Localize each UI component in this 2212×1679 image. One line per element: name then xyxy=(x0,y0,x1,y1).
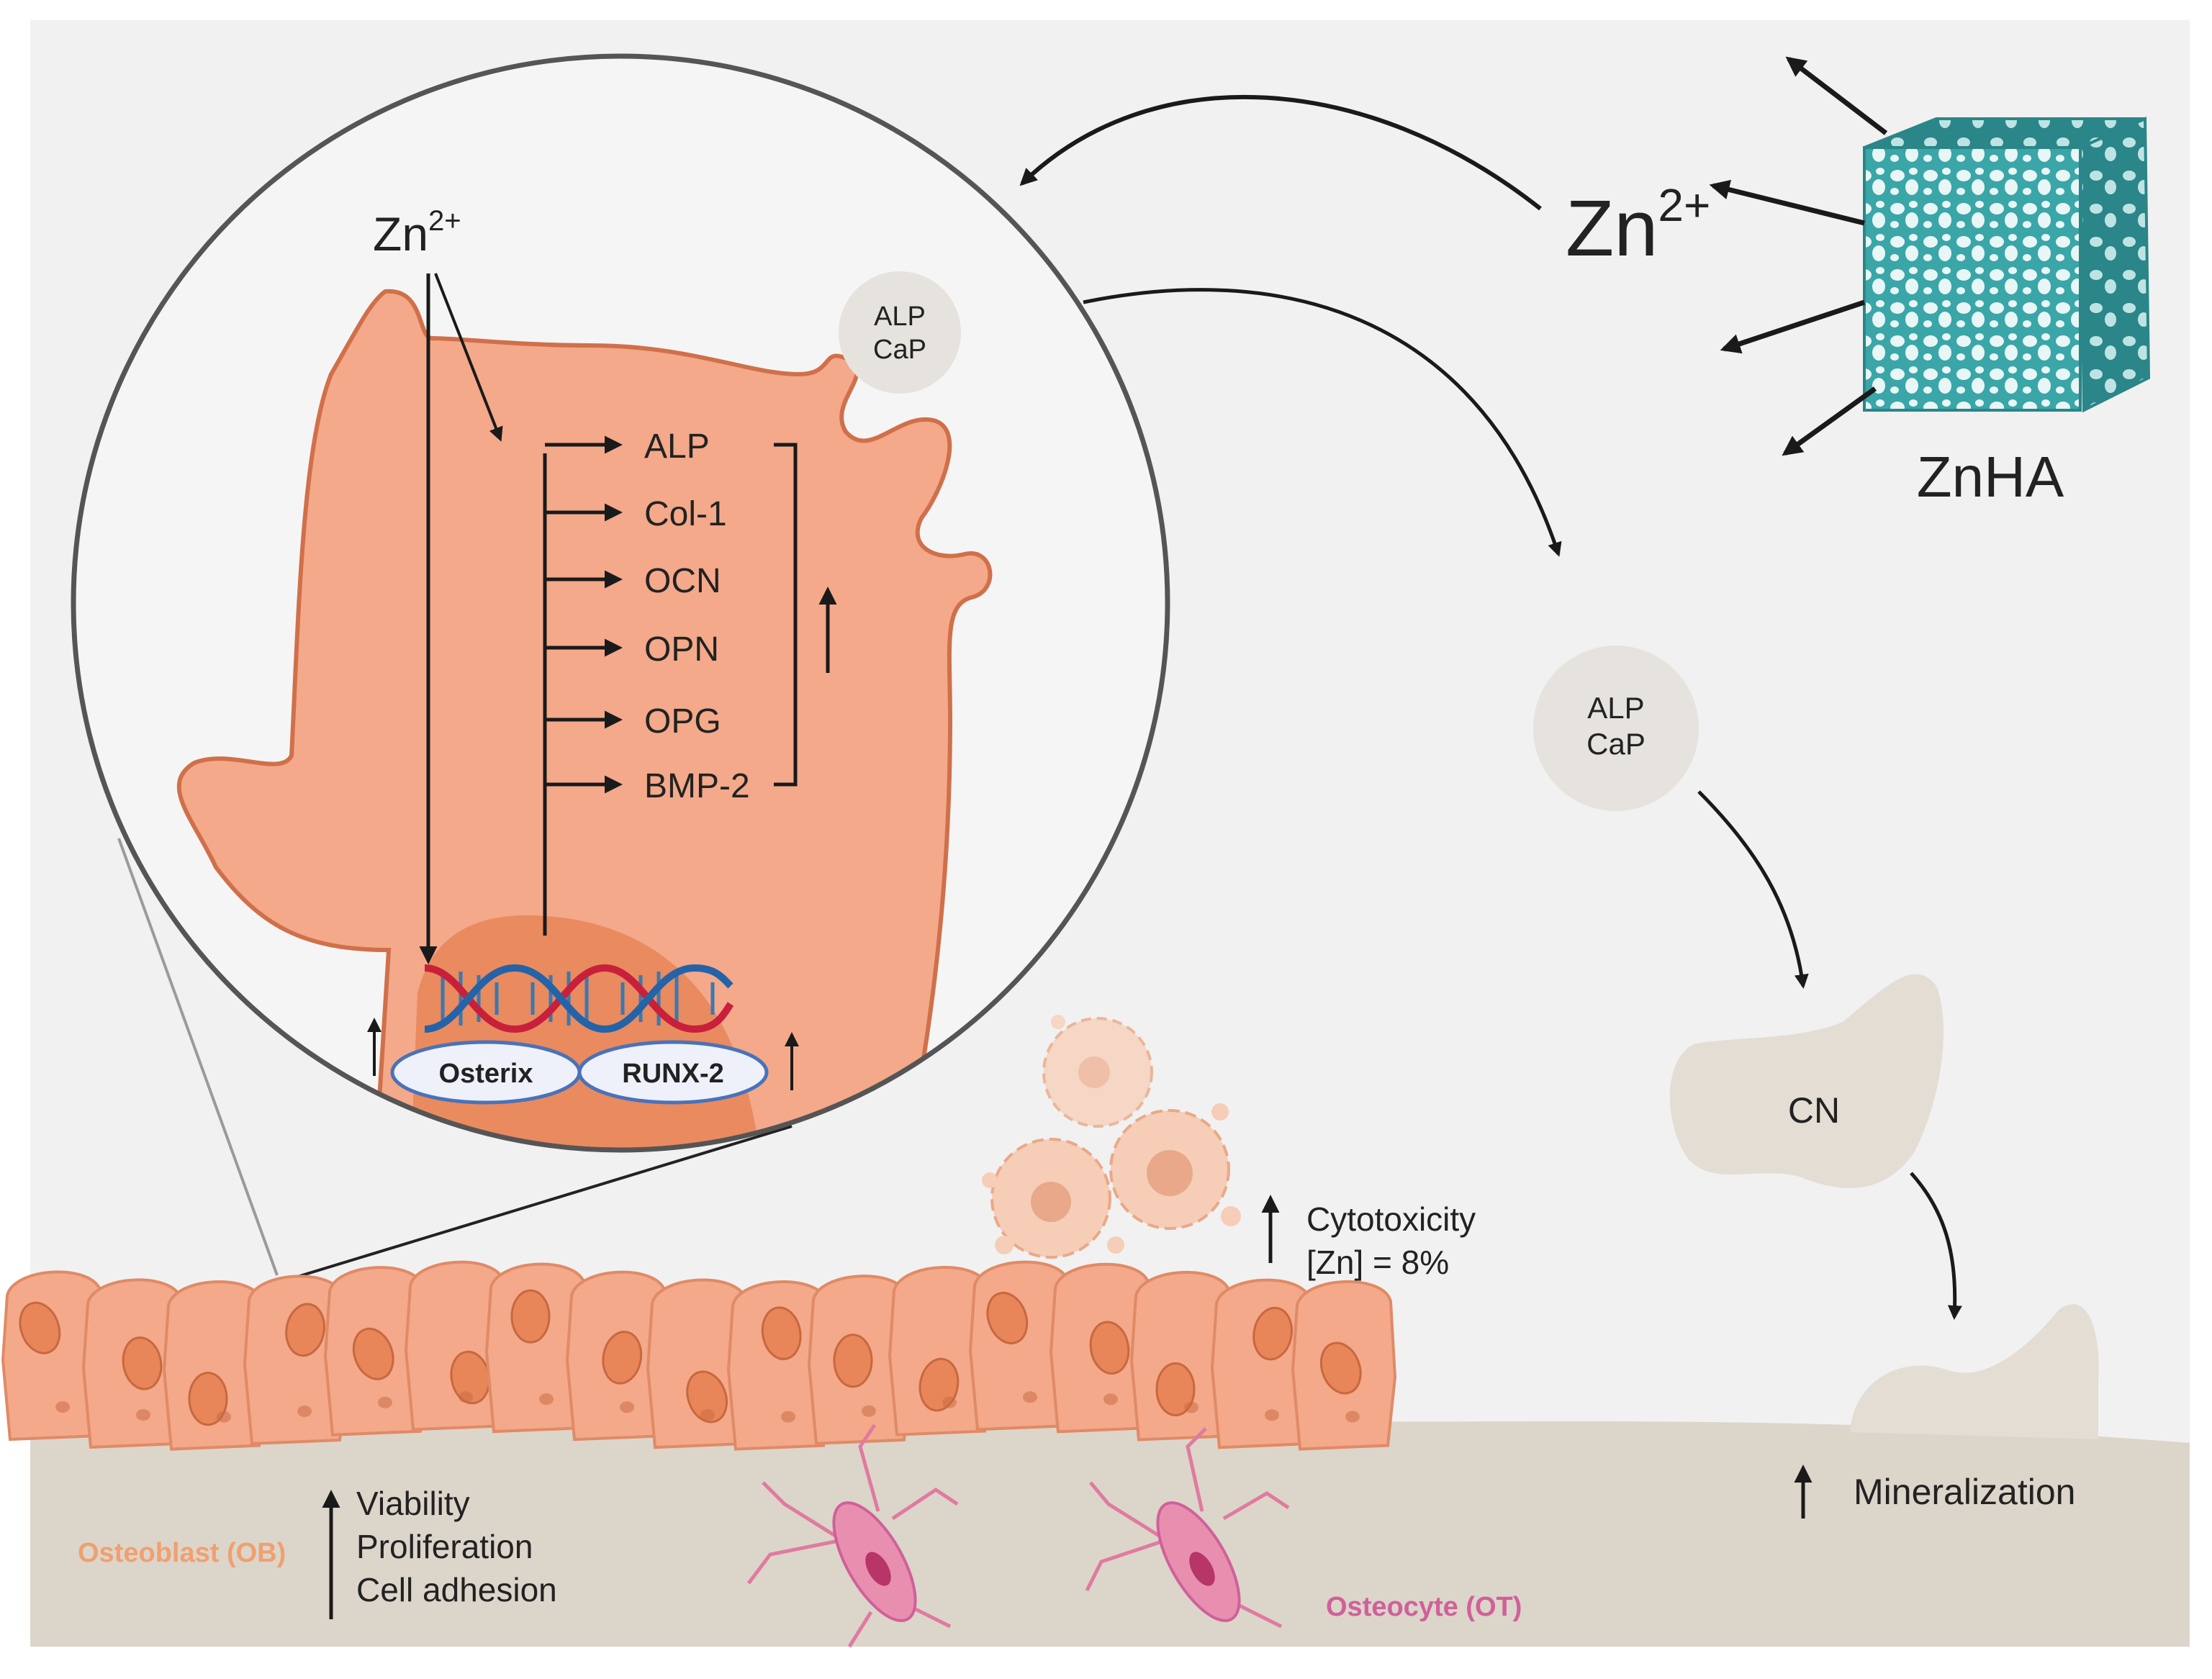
znha-label: ZnHA xyxy=(1917,445,2064,509)
mineral-deposit xyxy=(1850,1304,2099,1439)
zn-release-arrow-3 xyxy=(1720,299,1866,354)
zn-ion-inner: Zn2+ xyxy=(373,205,461,261)
alp-cap-vesicle-2-line2: CaP xyxy=(1586,727,1646,761)
osteoblast-cell xyxy=(565,1270,672,1442)
runx2-factor xyxy=(577,1040,769,1105)
mineralization-label: Mineralization xyxy=(1854,1472,2075,1512)
zoom-line-right xyxy=(287,1125,793,1281)
gene-expression-tree xyxy=(543,435,623,936)
cn-to-mineral-arrow xyxy=(1910,1172,1962,1320)
zoom-line-left xyxy=(117,838,279,1276)
alp-cap-vesicle-1-line1: ALP xyxy=(874,302,926,332)
apoptotic-cells xyxy=(982,1015,1241,1259)
gene-target-label: BMP-2 xyxy=(644,767,750,805)
dna-helix xyxy=(424,964,734,1033)
zn-to-targets-arrow xyxy=(434,273,503,442)
cn-label: CN xyxy=(1788,1090,1840,1131)
osteoblast-cell xyxy=(1,1270,107,1442)
zn-release-arrow-1 xyxy=(1785,56,1888,135)
effect-label: Viability xyxy=(356,1485,470,1522)
gene-target-label: Col-1 xyxy=(644,495,727,533)
vesicle-to-cn-arrow xyxy=(1697,790,1809,989)
osteoblast-cell xyxy=(646,1278,752,1449)
effect-label: Cell adhesion xyxy=(356,1571,557,1608)
osteoblast-label: Osteoblast (OB) xyxy=(78,1538,286,1568)
alp-cap-vesicle-1-line2: CaP xyxy=(873,335,926,365)
alp-cap-vesicle-2 xyxy=(1533,646,1699,811)
magnification-circle-outline xyxy=(71,53,1170,1153)
vesicle-release-arrow xyxy=(1083,288,1562,557)
gene-target-label: OPN xyxy=(644,630,719,669)
osteoblast-cell xyxy=(1210,1278,1317,1449)
runx2-label: RUNX-2 xyxy=(622,1059,723,1089)
osteoblast-cell xyxy=(323,1266,430,1436)
cytotoxicity-label: Cytotoxicity xyxy=(1306,1200,1476,1238)
zn-release-arrow-4 xyxy=(1782,386,1877,456)
zn-ion-outer: Zn2+ xyxy=(1566,179,1710,273)
cn-crystal-nucleus xyxy=(1669,974,1944,1188)
zn-release-arrow-2 xyxy=(1709,179,1865,226)
gene-target-label: ALP xyxy=(644,427,710,466)
gene-target-label: OPG xyxy=(644,702,721,741)
osteocyte-label: Osteocyte (OT) xyxy=(1326,1592,1522,1622)
gene-bracket xyxy=(774,443,798,787)
osteoblast-cell xyxy=(1291,1280,1397,1451)
zn-concentration-label: [Zn] = 8% xyxy=(1306,1244,1449,1281)
znha-scaffold-cube xyxy=(1863,116,2151,413)
osteoblast-cell xyxy=(484,1262,591,1434)
osteoblast-cell xyxy=(162,1280,268,1451)
osteoblast-layer xyxy=(1,1260,1397,1451)
alp-cap-vesicle-1 xyxy=(839,271,961,394)
osteoblast-cell xyxy=(807,1275,913,1445)
osteocyte-1 xyxy=(747,1424,959,1648)
osteoblast-cell xyxy=(1129,1270,1236,1442)
osteocyte-2 xyxy=(1085,1427,1290,1629)
gene-target-label: OCN xyxy=(644,562,721,600)
bone-surface xyxy=(30,1411,2190,1647)
zn-uptake-arrow xyxy=(1019,94,1542,211)
osteoblast-cell xyxy=(726,1280,833,1451)
alp-cap-vesicle-2-line1: ALP xyxy=(1587,691,1644,725)
effect-label: Proliferation xyxy=(356,1528,533,1565)
osteoblast-cell xyxy=(404,1260,510,1431)
osterix-label: Osterix xyxy=(439,1059,533,1089)
